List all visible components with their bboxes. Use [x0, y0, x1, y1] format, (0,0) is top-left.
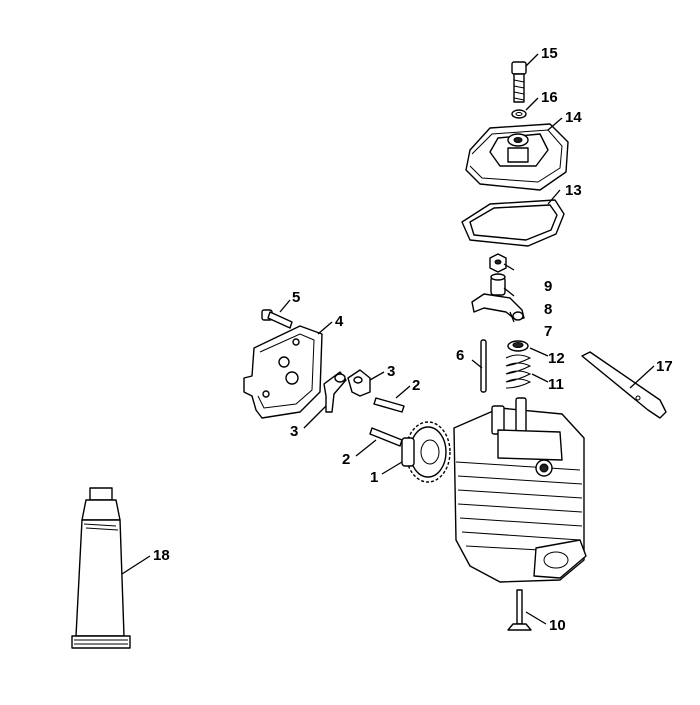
part-retainer-12 — [507, 340, 529, 352]
callout-3-upper: 3 — [387, 363, 395, 380]
callout-13: 13 — [565, 182, 582, 199]
part-valve-cover-14 — [465, 123, 569, 191]
callout-8: 8 — [544, 301, 552, 318]
part-side-cover-4 — [243, 325, 323, 419]
callout-9: 9 — [544, 278, 552, 295]
part-tube-18 — [71, 487, 131, 649]
callout-16: 16 — [541, 89, 558, 106]
callout-14: 14 — [565, 109, 582, 126]
callout-4: 4 — [335, 313, 344, 330]
part-lever-3b — [347, 369, 371, 397]
part-washer-16 — [511, 109, 527, 119]
part-gear-1 — [401, 421, 451, 483]
callout-7: 7 — [544, 323, 552, 340]
callout-18: 18 — [153, 547, 170, 564]
part-pin-2b — [369, 427, 403, 447]
callout-12: 12 — [548, 350, 565, 367]
part-gasket-13 — [461, 199, 565, 247]
callout-11: 11 — [548, 376, 564, 393]
callout-labels: 15 16 14 13 9 8 7 12 11 6 17 5 4 3 2 3 2… — [153, 45, 673, 634]
callout-10: 10 — [549, 617, 566, 634]
callout-15: 15 — [541, 45, 558, 62]
part-screw-5 — [261, 309, 293, 329]
part-pin-2a — [373, 397, 405, 413]
part-lever-3a — [323, 371, 347, 413]
part-sleeve-8 — [490, 273, 506, 296]
callout-17: 17 — [656, 358, 673, 375]
callout-5: 5 — [292, 289, 300, 306]
part-screw-15 — [511, 61, 527, 103]
part-nut-9 — [489, 253, 507, 273]
part-valve-10 — [507, 589, 532, 631]
callout-6: 6 — [456, 347, 464, 364]
part-tool-17 — [581, 351, 667, 419]
part-valve-spring-11 — [505, 354, 532, 389]
callout-3-lower: 3 — [290, 423, 298, 440]
callout-2-lower: 2 — [342, 451, 350, 468]
part-push-rod-6 — [480, 339, 487, 393]
part-rocker-arm-7 — [471, 293, 525, 321]
callout-1: 1 — [370, 469, 378, 486]
part-cylinder — [453, 397, 587, 583]
leader-lines — [121, 53, 655, 625]
callout-2-upper: 2 — [412, 377, 420, 394]
